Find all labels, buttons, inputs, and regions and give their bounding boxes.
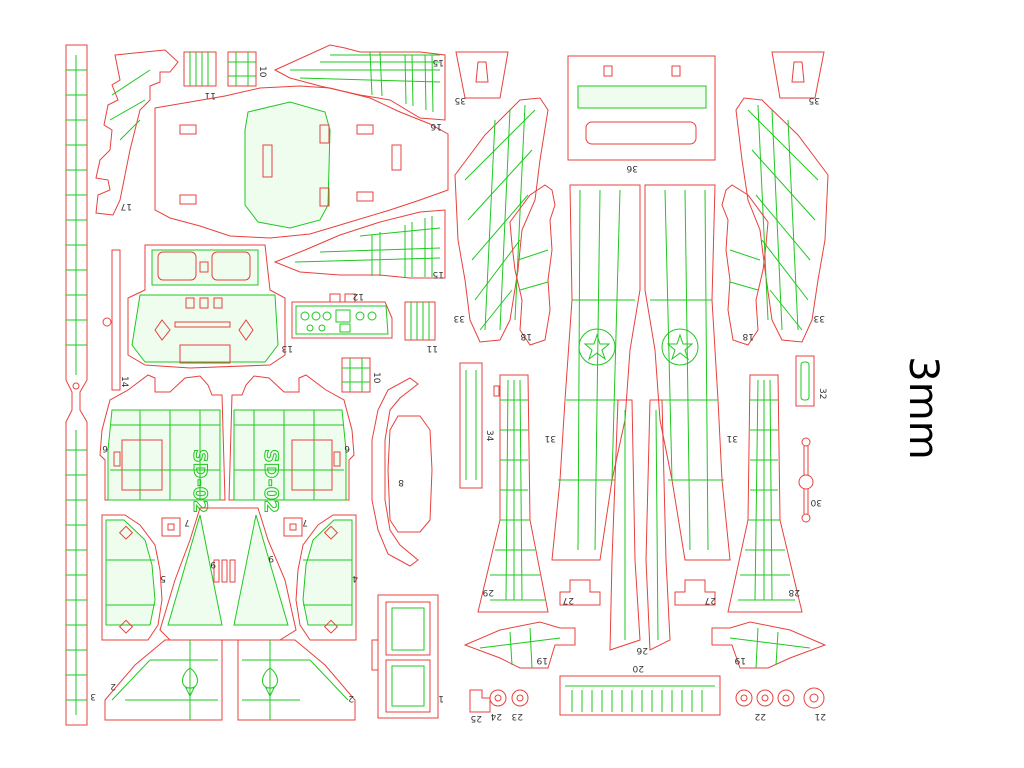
part-label-3: 3 [90,691,96,701]
part-2-right-panel: 2 [237,639,356,721]
part-32-clip: 32 [795,355,827,407]
part-20-grille: 20 [559,663,721,716]
part-label-4: 4 [352,573,358,583]
part-label-13: 13 [282,343,293,353]
part-label-34: 34 [484,430,494,442]
part-label-31a: 31 [545,433,556,443]
part-label-35a: 35 [455,95,466,105]
part-label-14: 14 [119,376,129,388]
part-label-5: 5 [160,573,166,583]
part-label-20: 20 [632,663,644,673]
part-label-16: 16 [430,121,442,131]
part-33-left-wing: 33 [454,97,549,343]
thickness-label: 3mm [900,356,946,459]
part-31-left-fuselage: 31 [545,184,641,561]
part-11-slats-top: 11 [183,51,217,100]
part-label-6b: 6 [344,443,350,453]
part-13-fuselage: 13 [127,244,293,369]
part-label-17: 17 [121,201,132,211]
part-label-7a: 7 [184,517,190,527]
part-2-left-panel: 2 [104,639,223,721]
part-label-18a: 18 [520,331,532,341]
part-10-mid: 10 [341,357,381,393]
part-label-29: 29 [482,587,494,597]
part-label-18b: 18 [742,331,754,341]
part-label-33b: 33 [814,313,825,323]
part-17-fin: 17 [95,49,179,216]
part-12-instrument-panel: 12 [291,291,393,339]
part-label-2b: 2 [348,693,354,703]
part-27-pair: 27 27 [559,579,716,606]
part-label-33a: 33 [454,313,465,323]
marking-sd-02-left: SD-02 [189,449,211,513]
part-label-32: 32 [817,388,827,399]
part-label-23: 23 [512,711,523,721]
part-label-26: 26 [636,645,648,655]
part-label-24: 24 [490,711,502,721]
part-30-link: 30 [798,437,822,523]
part-6-left-panel: SD-02 6 [99,374,226,514]
part-16-canopy: 16 [154,85,449,239]
part-label-15a: 15 [433,57,444,67]
part-28-rail: 28 [727,374,803,613]
part-8-handle: 8 [371,377,433,567]
part-label-11a: 11 [205,90,216,100]
part-label-27a: 27 [563,595,574,605]
part-label-21: 21 [815,711,826,721]
part-15-top: 15 [273,44,446,121]
part-31-right-fuselage: 31 [644,184,738,561]
marking-sd-02-right: SD-02 [260,449,282,513]
part-label-31b: 31 [727,433,738,443]
part-label-35b: 35 [809,95,820,105]
part-label-28: 28 [788,587,800,597]
part-3-long-strip: 3 [65,44,96,726]
part-label-22: 22 [755,711,766,721]
parts-small-discs: 25 24 23 22 21 [469,687,826,723]
part-33-right-wing: 33 [735,97,829,343]
part-11-slats-mid: 11 [404,301,438,353]
part-label-27b: 27 [705,595,716,605]
part-label-7b: 7 [302,517,308,527]
part-label-8: 8 [398,477,404,487]
part-19-pair: 19 19 [463,621,827,669]
part-10-top: 10 [227,51,267,87]
part-5-left: 5 [101,514,166,641]
part-18-pair: 18 18 [509,184,769,346]
part-label-11b: 11 [427,343,438,353]
part-29-rail: 29 [477,374,549,613]
part-6-right-panel: SD-02 6 [228,374,355,514]
part-36-rear: 36 [567,55,716,173]
part-label-12: 12 [353,291,364,301]
part-35-pair: 35 35 [455,51,825,105]
part-label-10a: 10 [257,66,267,78]
part-label-19a: 19 [536,655,548,665]
part-label-2a: 2 [110,681,116,691]
part-label-36: 36 [626,163,638,173]
part-34-bar: 34 [459,362,500,489]
part-7-small: 7 7 [161,517,308,537]
part-15-bottom: 15 [273,209,446,279]
part-label-19b: 19 [734,655,746,665]
part-label-15b: 15 [433,269,444,279]
part-1-door: 1 [371,594,444,719]
part-14-strut: 14 [102,249,129,391]
part-label-6a: 6 [102,443,108,453]
part-label-25: 25 [471,713,482,723]
part-label-30: 30 [810,497,822,507]
part-label-9a: 9 [210,559,216,569]
part-26-blades: 26 [609,399,671,655]
part-label-10b: 10 [371,372,381,384]
part-label-1: 1 [438,693,444,703]
part-label-9b: 9 [268,553,274,563]
part-4-right: 4 [295,514,358,641]
